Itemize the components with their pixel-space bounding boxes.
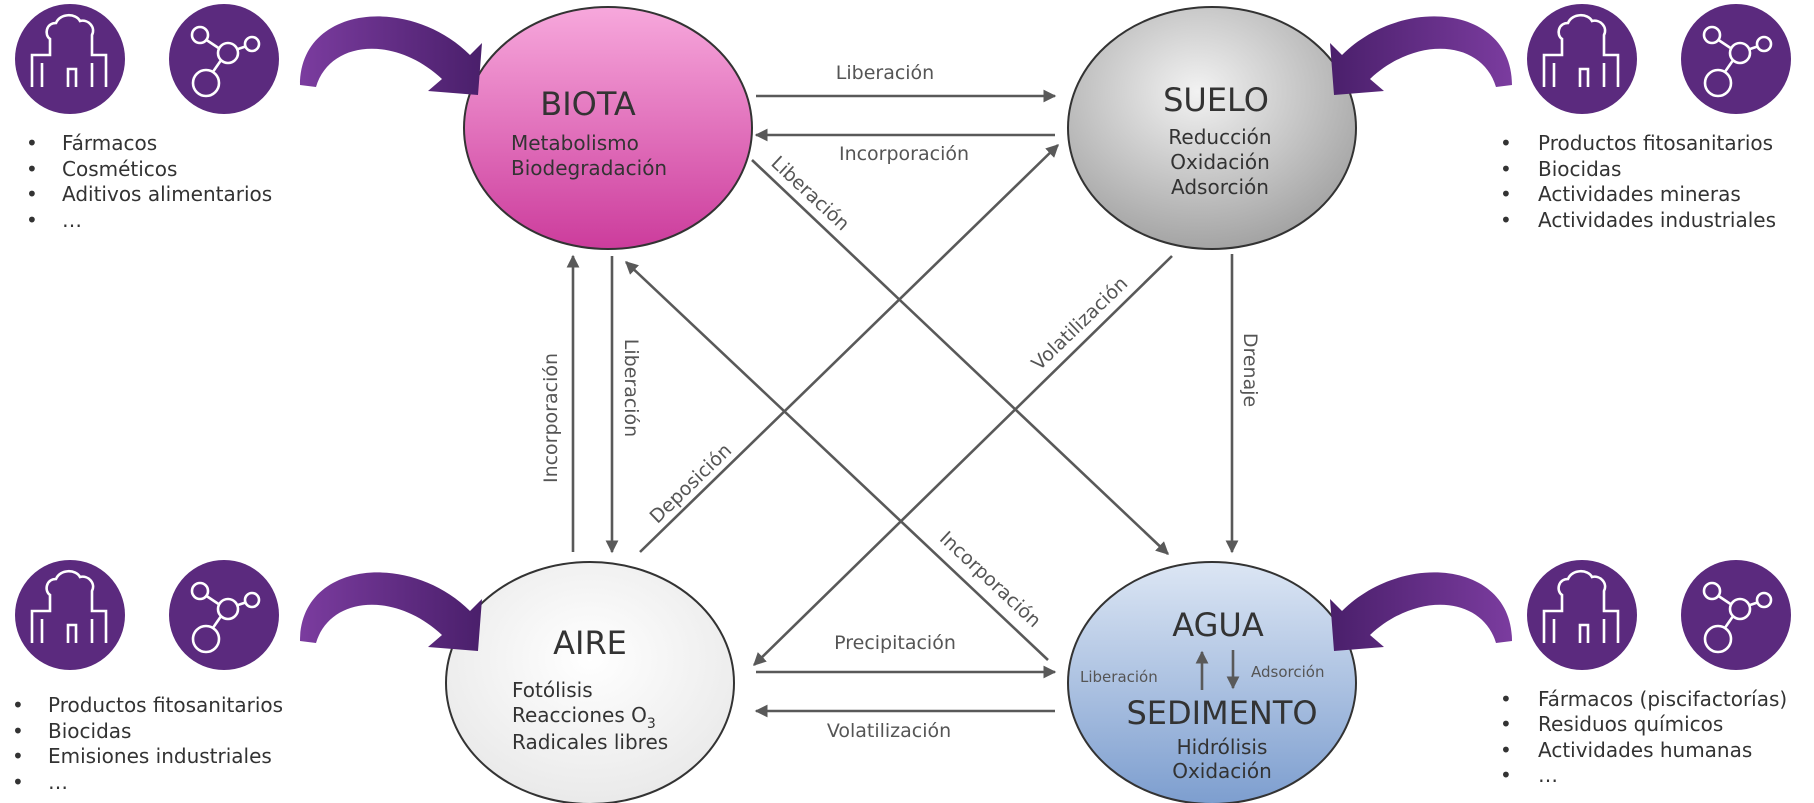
- agua-right-label: Adsorción: [1251, 663, 1324, 681]
- arrow-aire-suelo: [639, 144, 1059, 553]
- curved-arrow-icon: [300, 572, 482, 651]
- list-bottom-left: • Productos fitosanitarios • Biocidas • …: [12, 693, 283, 794]
- list-item: Productos fitosanitarios: [48, 693, 283, 717]
- molecule-icon: [1679, 558, 1793, 672]
- suelo-process-3: Adsorción: [1171, 175, 1269, 199]
- suelo-title: SUELO: [1163, 81, 1269, 119]
- curved-arrow-icon: [1330, 572, 1512, 651]
- list-item: Actividades humanas: [1538, 738, 1752, 762]
- list-item: Actividades mineras: [1538, 182, 1741, 206]
- bullet: •: [26, 182, 38, 206]
- label-biota-suelo: Liberación: [836, 62, 934, 84]
- agua-title: AGUA: [1172, 606, 1264, 644]
- arrow-agua-biota: [625, 261, 1049, 661]
- label-agua-aire: Volatilización: [827, 720, 951, 742]
- molecule-icon: [167, 558, 281, 672]
- bullet: •: [26, 208, 38, 232]
- bullet: •: [1500, 182, 1512, 206]
- bullet: •: [26, 157, 38, 181]
- sources-bottom-left: [13, 558, 482, 672]
- list-item: Fármacos (piscifactorías): [1538, 687, 1787, 711]
- biota-process-1: Metabolismo: [511, 131, 639, 155]
- label-aire-biota: Incorporación: [540, 353, 562, 483]
- agua-left-label: Liberación: [1080, 668, 1158, 686]
- bullet: •: [1500, 131, 1512, 155]
- factory-icon: [13, 558, 127, 672]
- label-suelo-biota: Incorporación: [839, 143, 969, 165]
- label-suelo-aire: Volatilización: [1027, 273, 1132, 375]
- bullet: •: [12, 744, 24, 768]
- aire-process-1: Fotólisis: [512, 678, 593, 702]
- biota-title: BIOTA: [540, 85, 636, 123]
- list-top-left: • Fármacos • Cosméticos • Aditivos alime…: [26, 131, 272, 232]
- sources-top-right: [1330, 2, 1793, 116]
- list-item: Fármacos: [62, 131, 157, 155]
- node-biota: BIOTA Metabolismo Biodegradación: [463, 6, 753, 250]
- aire-title: AIRE: [553, 624, 627, 662]
- bullet: •: [1500, 157, 1512, 181]
- list-item: Aditivos alimentarios: [62, 182, 272, 206]
- ozone-subscript: 3: [647, 716, 656, 732]
- list-item: Biocidas: [1538, 157, 1621, 181]
- suelo-process-2: Oxidación: [1170, 150, 1270, 174]
- label-biota-aire: Liberación: [620, 339, 642, 437]
- agua-process-1: Hidrólisis: [1177, 735, 1268, 759]
- list-item: Residuos químicos: [1538, 712, 1723, 736]
- factory-icon: [1525, 558, 1639, 672]
- list-item: Emisiones industriales: [48, 744, 272, 768]
- label-agua-biota: Incorporación: [935, 527, 1045, 632]
- list-item: …: [48, 770, 68, 794]
- agua-circle: [1067, 561, 1357, 803]
- label-aire-suelo: Deposición: [646, 439, 737, 527]
- arrow-biota-agua: [751, 159, 1169, 555]
- molecule-icon: [167, 2, 281, 116]
- aire-process-2: Reacciones O3: [512, 703, 656, 732]
- aire-process-3: Radicales libres: [512, 730, 668, 754]
- list-item: Actividades industriales: [1538, 208, 1776, 232]
- list-top-right: • Productos fitosanitarios • Biocidas • …: [1500, 131, 1776, 232]
- sources-bottom-right: [1330, 558, 1793, 672]
- node-agua: AGUA SEDIMENTO Liberación Adsorción Hidr…: [1067, 561, 1357, 803]
- bullet: •: [12, 770, 24, 794]
- bullet: •: [12, 693, 24, 717]
- bullet: •: [1500, 763, 1512, 787]
- arrow-suelo-aire: [753, 255, 1173, 666]
- node-aire: AIRE Fotólisis Reacciones O3 Radicales l…: [445, 561, 735, 803]
- bullet: •: [12, 719, 24, 743]
- biota-process-2: Biodegradación: [511, 156, 667, 180]
- flow-arrows: [566, 89, 1239, 718]
- biota-circle: [463, 6, 753, 250]
- list-item: Cosméticos: [62, 157, 177, 181]
- suelo-circle: [1067, 6, 1357, 250]
- list-item: …: [1538, 763, 1558, 787]
- bullet: •: [26, 131, 38, 155]
- bullet: •: [1500, 687, 1512, 711]
- curved-arrow-icon: [300, 16, 482, 95]
- aire-circle: [445, 561, 735, 803]
- bullet: •: [1500, 208, 1512, 232]
- agua-process-2: Oxidación: [1172, 759, 1272, 783]
- sedimento-title: SEDIMENTO: [1126, 694, 1317, 732]
- curved-arrow-icon: [1330, 16, 1512, 95]
- label-aire-agua: Precipitación: [834, 632, 956, 654]
- list-bottom-right: • Fármacos (piscifactorías) • Residuos q…: [1500, 687, 1787, 787]
- factory-icon: [13, 2, 127, 116]
- label-suelo-agua: Drenaje: [1239, 333, 1261, 407]
- list-item: Productos fitosanitarios: [1538, 131, 1773, 155]
- bullet: •: [1500, 712, 1512, 736]
- list-item: Biocidas: [48, 719, 131, 743]
- node-suelo: SUELO Reducción Oxidación Adsorción: [1067, 6, 1357, 250]
- list-item: …: [62, 208, 82, 232]
- sources-top-left: [13, 2, 482, 116]
- suelo-process-1: Reducción: [1168, 125, 1271, 149]
- molecule-icon: [1679, 2, 1793, 116]
- bullet: •: [1500, 738, 1512, 762]
- factory-icon: [1525, 2, 1639, 116]
